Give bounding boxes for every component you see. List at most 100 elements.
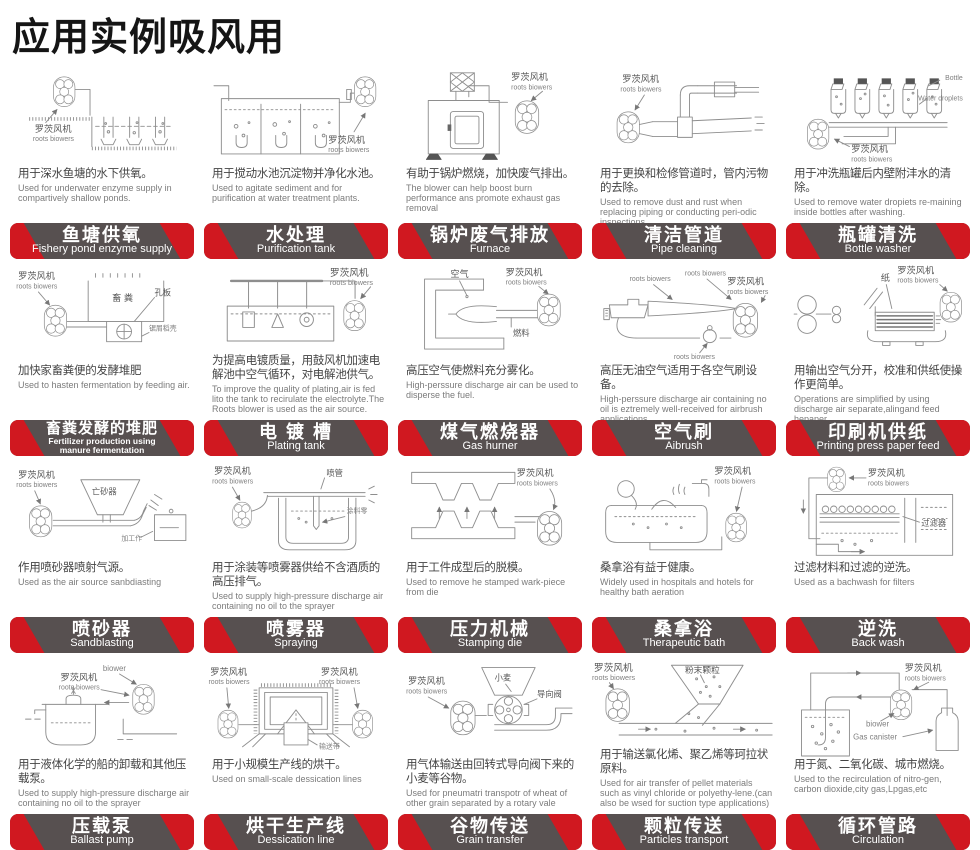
airbrush-diagram: roots biowers roots biowers 罗茨风机 roots b… xyxy=(592,268,776,362)
fertilizer-diagram: 罗茨风机 roots biowers 畜 粪 孔板 锯屑稻壳 xyxy=(10,268,194,362)
roots-blower-icon xyxy=(132,684,155,715)
blower-label-zh: 罗茨风机 xyxy=(622,73,659,84)
app-cell-pipe-cleaning: 罗茨风机 roots biowers 用于更换和检修管 xyxy=(592,71,776,259)
blower-label-en: roots biowers xyxy=(685,270,727,277)
banner-title-en: Ballast pump xyxy=(70,834,134,847)
blower-label-zh: 罗茨风机 xyxy=(18,270,55,281)
roots-blower-icon xyxy=(725,512,747,543)
banner-airbrush: 空气刷 Aibrush xyxy=(592,420,776,456)
blower-label-en: roots biowers xyxy=(319,679,361,686)
blower-label-zh: 罗茨风机 xyxy=(511,71,548,82)
blower-label-zh: 罗茨风机 xyxy=(594,661,633,674)
desc-zh: 用于液体化学的船的卸载和其他压载泵。 xyxy=(18,759,186,785)
banner-stamping-die: 压力机械 Stamping die xyxy=(398,617,582,653)
roots-blower-icon xyxy=(232,501,252,529)
banner-title-zh: 电 镀 槽 xyxy=(258,422,333,443)
banner-title-en: Fertilizer production using manure ferme… xyxy=(48,435,156,455)
description: 用于工件成型后的脱模。 Used to remove he stamped wa… xyxy=(398,559,582,617)
roots-blower-icon xyxy=(732,303,758,338)
purification-diagram: 罗茨风机 roots biowers xyxy=(204,71,388,165)
roots-blower-icon xyxy=(939,291,962,323)
roots-blower-icon xyxy=(827,466,846,492)
banner-title-en: Circulation xyxy=(852,834,904,847)
app-cell-back-wash: 罗茨风机 roots biowers 过滤器 xyxy=(786,465,970,653)
blower-label-zh: 罗茨风机 xyxy=(18,469,55,480)
app-cell-stamping-die: 罗茨风机 roots biowers 用于工件成型后的脱模。 Used to r… xyxy=(398,465,582,653)
app-cell-dessication-line: 罗茨风机 roots biowers 罗茨风机 roots biowers xyxy=(204,662,388,850)
banner-title-zh: 压力机械 xyxy=(450,619,530,640)
blower-label-zh: 罗茨风机 xyxy=(61,671,98,682)
banner-fishery-pond: 鱼塘供氧 Fishery pond enzyme supply xyxy=(10,223,194,259)
desc-en: Used to the recirculation of nitro-gen, … xyxy=(794,773,942,794)
desc-zh: 用于冲洗瓶罐后内壁附沣水的清除。 xyxy=(794,168,951,194)
desc-en: Used on small-scale dessication lines xyxy=(212,773,362,784)
roots-blower-icon xyxy=(53,76,76,107)
blower-label-zh: 罗茨风机 xyxy=(714,465,751,476)
roots-blower-icon xyxy=(29,505,53,538)
blower-label-en: roots biowers xyxy=(506,280,548,287)
banner-title-zh: 畜粪发酵的堆肥 xyxy=(45,420,158,438)
banner-title-en: Furnace xyxy=(469,243,511,256)
app-cell-sandblasting: 罗茨风机 roots biowers 亡砂器 加工作 xyxy=(10,465,194,653)
banner-purification: 水处理 Purification tank xyxy=(204,223,388,259)
description: 用于搅动水池沉淀物并净化水池。 Used to agitate sediment… xyxy=(204,165,388,223)
filter-label: 过滤器 xyxy=(921,518,947,528)
blower-label-en: roots biowers xyxy=(630,276,672,283)
banner-title-zh: 逆洗 xyxy=(858,619,898,640)
banner-furnace: 锅炉废气排放 Furnace xyxy=(398,223,582,259)
banner-title-zh: 鱼塘供氧 xyxy=(62,225,142,246)
page-title: 应用实例吸风用 xyxy=(12,17,286,59)
description: 用于输送氯化烯、聚乙烯等珂拉状原料。 Used for air transfer… xyxy=(592,746,776,814)
desc-zh: 高压空气使燃料充分雾化。 xyxy=(406,365,541,377)
hopper-label: 亡砂器 xyxy=(92,486,118,496)
banner-title-en: Particles transport xyxy=(639,834,729,847)
paint-label: 涂料零 xyxy=(347,506,368,515)
banner-title-en: Stamping die xyxy=(457,637,523,650)
description: 用输出空气分开，校准和供纸使操作更简单。 Operations are simp… xyxy=(786,362,970,420)
banner-title-zh: 压载泵 xyxy=(72,816,132,837)
droplets-label: Water droplets xyxy=(918,95,963,102)
app-cell-circulation: 罗茨风机 roots biowers biower Gas canister 用… xyxy=(786,662,970,850)
banner-spraying: 喷雾器 Spraying xyxy=(204,617,388,653)
banner-title-en: Fishery pond enzyme supply xyxy=(31,243,172,256)
blower-label-zh: 罗茨风机 xyxy=(517,467,554,478)
description: 用于氮、二氧化碳、城市燃烧。 Used to the recirculation… xyxy=(786,756,970,814)
blower-label-en: roots biowers xyxy=(592,673,635,682)
description: 高压无油空气适用于各空气刷设备。 High-perssure discharge… xyxy=(592,362,776,420)
desc-zh: 用于输送氯化烯、聚乙烯等珂拉状原料。 xyxy=(600,749,768,775)
banner-title-zh: 瓶罐清洗 xyxy=(838,225,918,246)
banner-grain-transfer: 谷物传送 Grain transfer xyxy=(398,814,582,850)
blower-label-zh: 罗茨风机 xyxy=(321,666,358,677)
banner-particles-transport: 颗粒传送 Particles transport xyxy=(592,814,776,850)
desc-en: Used to supply high-pressure discharge a… xyxy=(18,787,190,808)
blower-label-zh: 罗茨风机 xyxy=(727,276,764,287)
desc-zh: 过滤材料和过滤的逆洗。 xyxy=(794,562,918,574)
app-cell-bottle-washer: Bottle Water droplets 罗茨风机 roots biowers… xyxy=(786,71,970,259)
circulation-diagram: 罗茨风机 roots biowers biower Gas canister xyxy=(786,662,970,757)
belt-label: 输送带 xyxy=(319,742,340,751)
description: 加快家畜粪便的发酵堆肥 Used to hasten fermentation … xyxy=(10,362,194,420)
app-cell-grain-transfer: 小麦 罗茨风机 roots biowers 导向阀 xyxy=(398,662,582,850)
banner-bottle-washer: 瓶罐清洗 Bottle washer xyxy=(786,223,970,259)
desc-zh: 作用喷砂器喷射气源。 xyxy=(18,562,130,574)
blower-label-en: roots biowers xyxy=(674,354,716,361)
banner-title-zh: 烘干生产线 xyxy=(246,816,346,837)
desc-en: Used to hasten fermentation by feeding a… xyxy=(18,379,190,390)
description: 有助于锅炉燃烧，加快废气排出。 The blower can help boos… xyxy=(398,165,582,223)
blower-label-en: roots biowers xyxy=(59,685,101,692)
bottle-washer-diagram: Bottle Water droplets 罗茨风机 roots biowers xyxy=(786,71,970,165)
banner-title-en: Bottle washer xyxy=(844,243,912,256)
roots-blower-icon xyxy=(514,100,540,134)
banner-plating-tank: 电 镀 槽 Plating tank xyxy=(204,420,388,456)
blower-label-en: roots biowers xyxy=(905,675,947,682)
banner-title-en: Dessication line xyxy=(257,834,335,847)
app-cell-purification: 罗茨风机 roots biowers 用于搅动水池沉淀物并净化水池。 Used … xyxy=(204,71,388,259)
app-cell-furnace: 罗茨风机 roots biowers 有助于锅炉燃烧，加快废气排出。 The b… xyxy=(398,71,582,259)
blower-label-en: roots biowers xyxy=(897,278,939,285)
roots-blower-icon xyxy=(343,300,366,331)
description: 为提高电镀质量，用鼓风机加速电解池中空气循环，对电解池供气。 To improv… xyxy=(204,352,388,420)
blower-label-en: roots biowers xyxy=(511,84,553,91)
desc-zh: 桑拿浴有益于健康。 xyxy=(600,562,701,574)
banner-title-zh: 喷雾器 xyxy=(266,619,326,640)
desc-en: Used to remove dust and rust when replac… xyxy=(600,196,757,223)
